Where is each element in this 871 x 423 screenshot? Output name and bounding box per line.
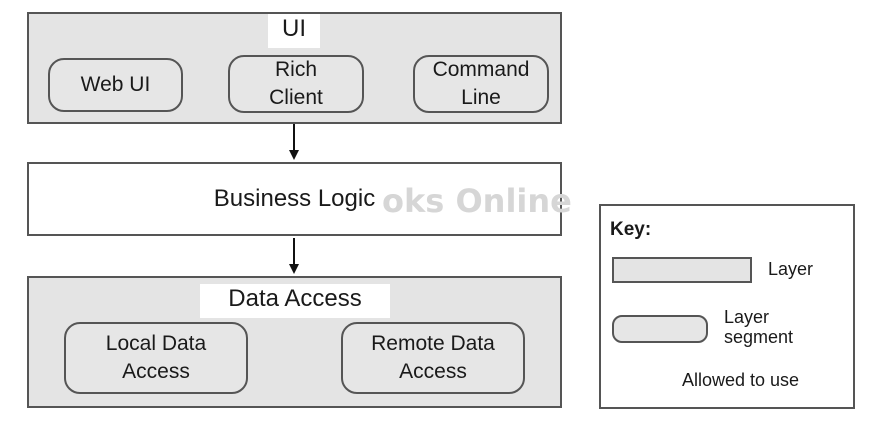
key-legend [599, 204, 855, 409]
key-segment-swatch [612, 315, 708, 343]
business-logic-title: Business Logic [213, 185, 376, 212]
watermark-text: oks Online [382, 182, 572, 220]
ui-layer-title: UI [268, 14, 320, 48]
segment-local-data-line1: Local Data [105, 332, 207, 355]
segment-web-ui: Web UI [48, 58, 183, 112]
segment-command-line-line1: Command [432, 58, 530, 81]
segment-rich-client-line2: Client [269, 86, 323, 109]
segment-command-line: Command Line [413, 55, 549, 113]
key-arrow-label: Allowed to use [682, 370, 800, 390]
key-layer-swatch [612, 257, 752, 283]
segment-rich-client-line1: Rich [274, 58, 317, 81]
business-logic-layer: Business Logic [27, 162, 562, 236]
key-title: Key: [610, 219, 652, 240]
key-layer-label: Layer [768, 259, 814, 279]
key-segment-label-line2: segment [724, 327, 794, 347]
key-segment-label-line1: Layer [724, 307, 770, 327]
key-segment-label: Layer segment [724, 307, 793, 347]
segment-command-line-line2: Line [461, 86, 501, 109]
data-access-title: Data Access [200, 284, 390, 318]
segment-local-data-line2: Access [122, 360, 190, 383]
segment-rich-client: Rich Client [228, 55, 364, 113]
segment-local-data-access: Local Data Access [64, 322, 248, 394]
segment-remote-data-line2: Access [399, 360, 467, 383]
segment-web-ui-line1: Web UI [80, 73, 151, 96]
segment-remote-data-access: Remote Data Access [341, 322, 525, 394]
segment-remote-data-line1: Remote Data [371, 332, 495, 355]
